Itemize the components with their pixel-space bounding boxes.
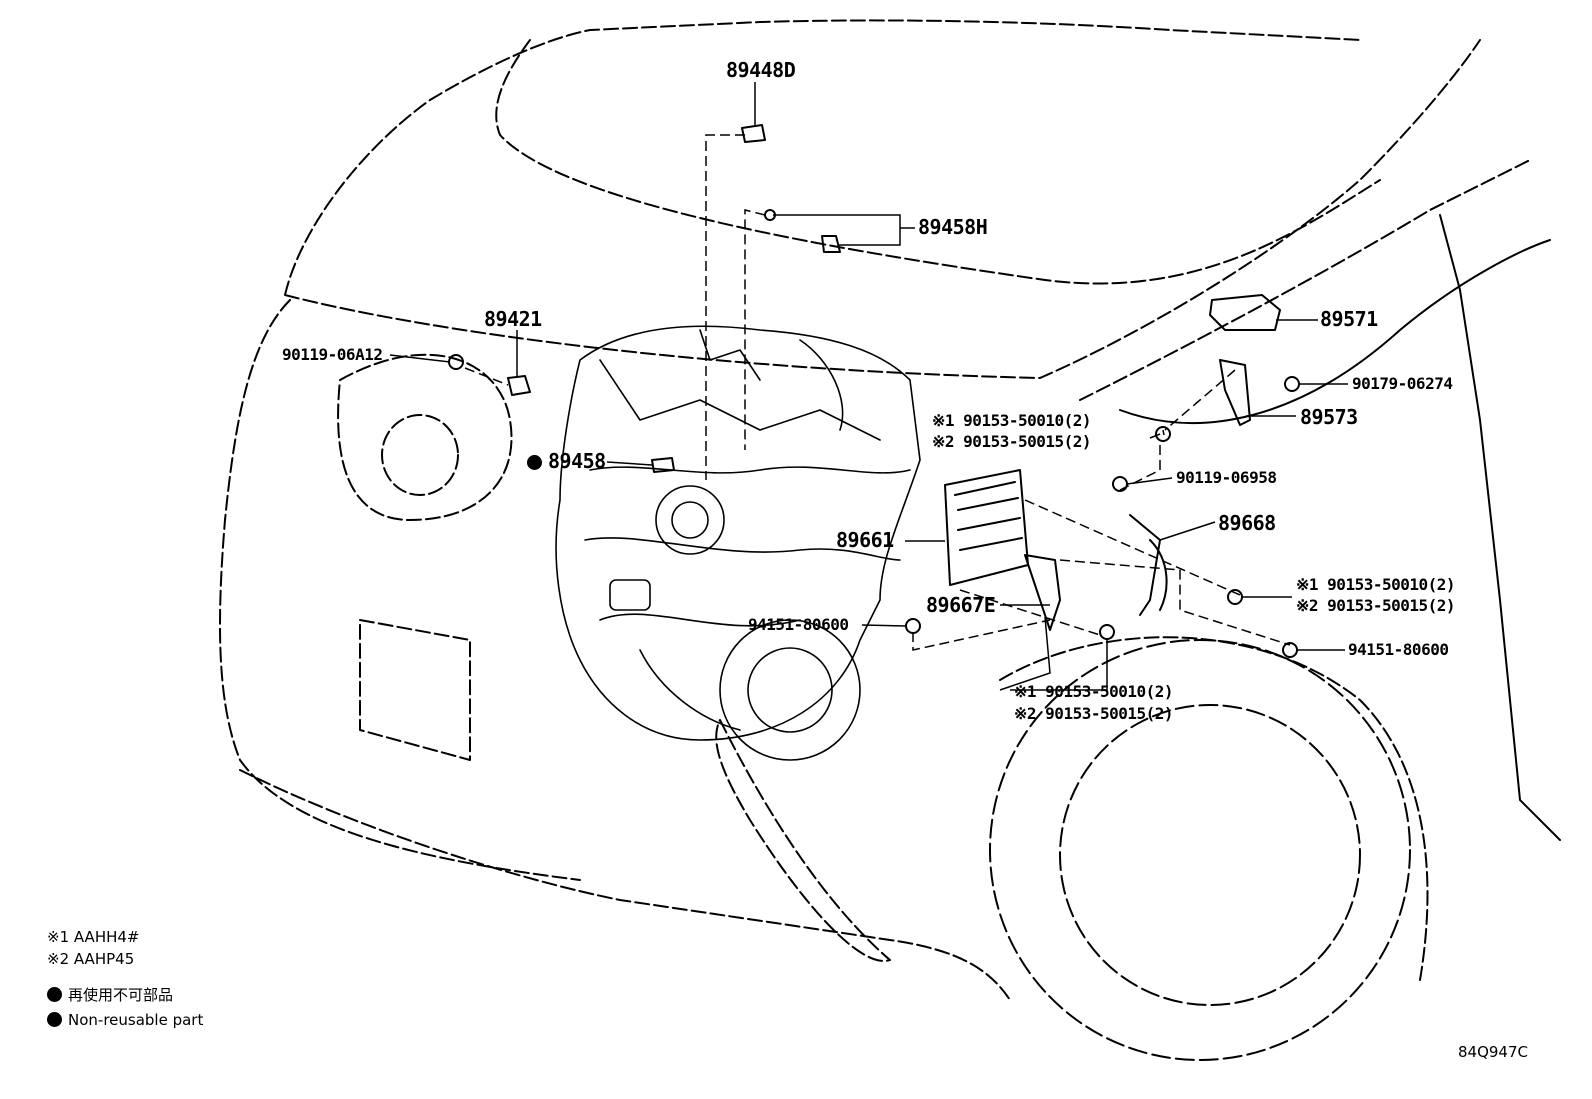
legend-nonreusable-en-text: Non-reusable part <box>68 1011 204 1029</box>
front-wheel-inner <box>1059 704 1361 1006</box>
lower-intake <box>715 719 891 962</box>
windshield-lower <box>1439 214 1561 841</box>
sensor-bracket <box>1219 359 1251 426</box>
callout-94151-80600-right: 94151-80600 <box>1348 640 1449 659</box>
callout-89573: 89573 <box>1300 405 1358 429</box>
callout-89458H: 89458H <box>918 215 988 239</box>
bolt-9011906A12 <box>448 354 464 370</box>
legend-model2: ※2 AAHP45 <box>47 950 135 968</box>
bolt-lower <box>1099 624 1115 640</box>
legend-model1: ※1 AAHH4# <box>47 928 140 946</box>
clip-89458H-b <box>821 235 841 253</box>
callout-90119-06958: 90119-06958 <box>1176 468 1277 487</box>
hood-outline <box>284 19 1481 379</box>
callout-89458-text: 89458 <box>548 449 606 473</box>
figure-code: 84Q947C <box>1458 1043 1528 1061</box>
callout-89661: 89661 <box>836 528 894 552</box>
windshield-edge <box>1079 159 1531 401</box>
note-upper-model2: ※2 90153-50015(2) <box>932 432 1092 451</box>
fog-lamp <box>381 414 459 496</box>
ecu-bracket <box>1024 554 1061 631</box>
sensor-89448D <box>741 124 766 143</box>
callout-89668: 89668 <box>1218 511 1276 535</box>
note-right-model2: ※2 90153-50015(2) <box>1296 596 1456 615</box>
front-fender <box>999 636 1429 981</box>
engine-assembly <box>555 325 921 761</box>
front-wheel-outer <box>989 639 1411 1061</box>
clip-89458 <box>651 457 675 473</box>
wire-bracket <box>1129 514 1168 616</box>
nut-9415180600-left <box>905 618 921 634</box>
note-upper-model1: ※1 90153-50010(2) <box>932 411 1092 430</box>
callout-90119-06A12: 90119-06A12 <box>282 345 383 364</box>
hood-crease <box>495 39 1381 285</box>
callout-94151-80600-left: 94151-80600 <box>748 615 849 634</box>
non-reusable-dot-icon <box>47 1012 62 1027</box>
front-bumper-outline <box>219 299 581 881</box>
non-reusable-marker-icon <box>527 455 542 470</box>
sensor-89421 <box>507 375 531 396</box>
note-lower-model2: ※2 90153-50015(2) <box>1014 704 1174 723</box>
ecu-box <box>944 469 1029 586</box>
legend-nonreusable-en: Non-reusable part <box>47 1012 203 1028</box>
legend-nonreusable-jp-text: 再使用不可部品 <box>68 986 174 1004</box>
nut-9017906274 <box>1284 376 1300 392</box>
callout-90179-06274: 90179-06274 <box>1352 374 1453 393</box>
callout-89667E: 89667E <box>926 593 996 617</box>
non-reusable-dot-icon <box>47 987 62 1002</box>
nut-9415180600-right <box>1282 642 1298 658</box>
yaw-sensor <box>1209 294 1281 331</box>
bolt-9011906958 <box>1112 476 1128 492</box>
license-plate-area <box>359 619 471 761</box>
callout-89458: 89458 <box>527 451 606 471</box>
a-pillar <box>1119 239 1551 424</box>
note-right-model1: ※1 90153-50010(2) <box>1296 575 1456 594</box>
body-lower-outline <box>239 769 1011 1001</box>
note-lower-model1: ※1 90153-50010(2) <box>1014 682 1174 701</box>
callout-89421: 89421 <box>484 307 542 331</box>
callout-89571: 89571 <box>1320 307 1378 331</box>
headlamp-outline <box>337 353 513 521</box>
bolt-upper <box>1155 426 1171 442</box>
legend-nonreusable-jp: 再使用不可部品 <box>47 987 173 1003</box>
callout-89448D: 89448D <box>726 58 796 82</box>
